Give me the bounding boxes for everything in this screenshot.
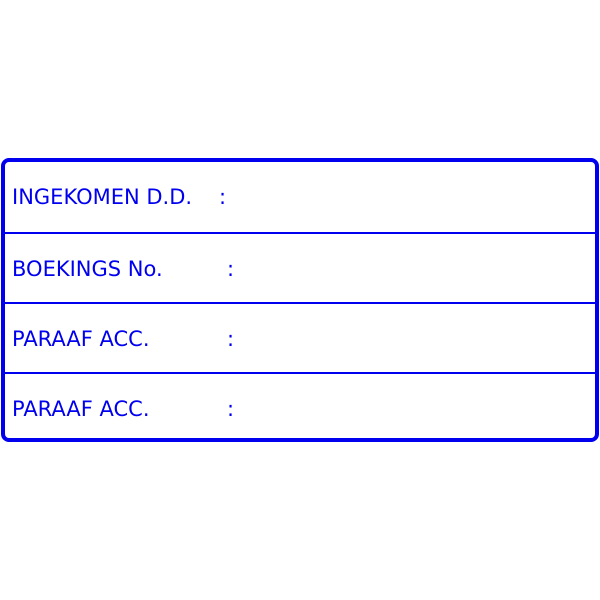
stamp-form: INGEKOMEN D.D. : BOEKINGS No. : PARAAF A… bbox=[1, 158, 599, 442]
field-label: PARAAF ACC. bbox=[12, 327, 150, 351]
field-colon: : bbox=[219, 185, 227, 209]
stamp-row-initials-2: PARAAF ACC. : bbox=[5, 372, 595, 444]
field-label: PARAAF ACC. bbox=[12, 397, 150, 421]
stamp-row-initials-1: PARAAF ACC. : bbox=[5, 302, 595, 374]
stamp-row-booking-number: BOEKINGS No. : bbox=[5, 232, 595, 304]
field-colon: : bbox=[227, 397, 235, 421]
stamp-row-received-date: INGEKOMEN D.D. : bbox=[5, 162, 595, 232]
field-colon: : bbox=[227, 257, 235, 281]
field-label: INGEKOMEN D.D. bbox=[12, 185, 193, 209]
field-label: BOEKINGS No. bbox=[12, 257, 163, 281]
field-colon: : bbox=[227, 327, 235, 351]
